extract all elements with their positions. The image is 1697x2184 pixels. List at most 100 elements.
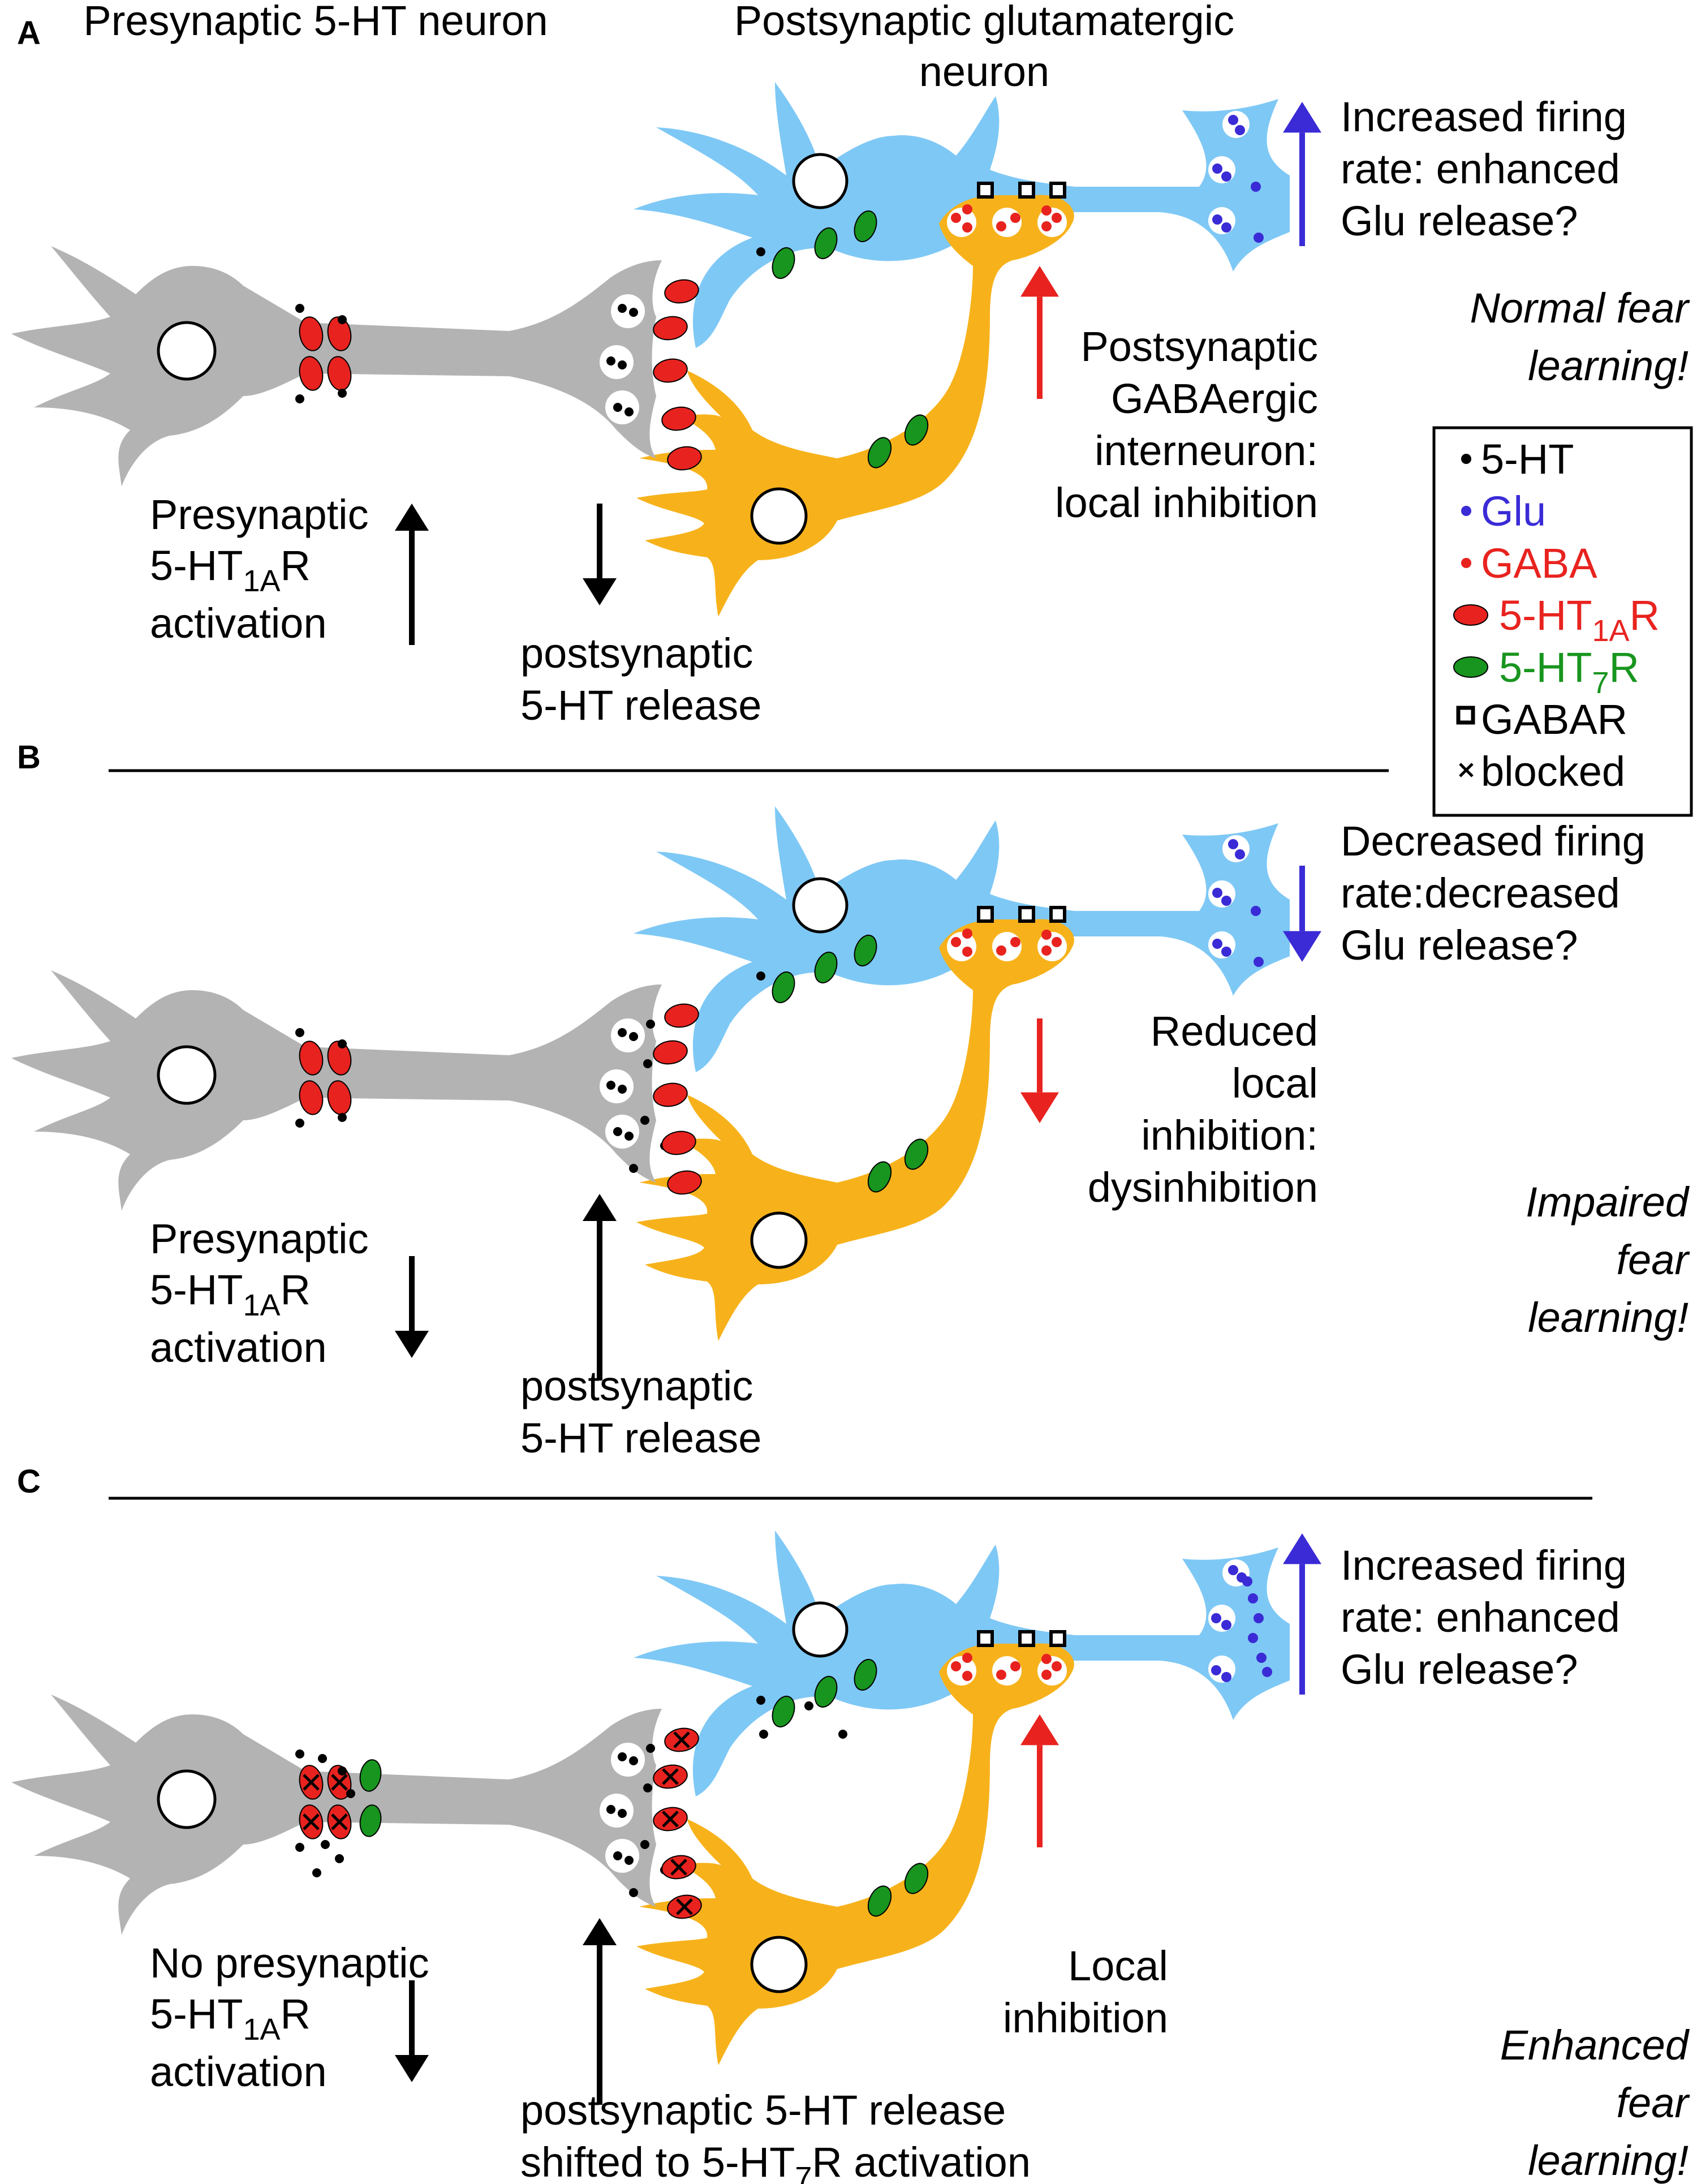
5ht-dot: [838, 1730, 847, 1739]
5ht7-receptor-icon: [814, 1675, 838, 1708]
legend-item: 5-HT7R: [1453, 644, 1639, 700]
blocked-x-icon: [676, 1898, 693, 1915]
5ht-dot: [606, 1805, 615, 1814]
release-label: 5-HT release: [520, 1415, 761, 1461]
gaba-dot: [1052, 1661, 1062, 1671]
legend-label-suffix: R: [1630, 592, 1660, 639]
5ht-dot: [629, 1888, 638, 1897]
5ht1a-receptor-icon: [653, 316, 688, 341]
glutamate-dot: [1256, 1653, 1267, 1663]
gaba-dot: [962, 1653, 972, 1663]
firing-rate-label: rate: enhanced: [1341, 1594, 1620, 1641]
blocked-x-icon: [670, 1859, 687, 1876]
5ht-dot: [756, 971, 765, 981]
5ht-dot: [338, 1039, 347, 1048]
legend-label: GABAR: [1481, 696, 1627, 743]
blocked-x-icon: [331, 1813, 348, 1830]
glutamate-dot: [1248, 1593, 1258, 1603]
5ht-dot: [756, 1696, 765, 1705]
gabar-receptor-icon: [977, 906, 994, 923]
5ht-dot: [618, 1028, 627, 1037]
glutamate-dot: [1221, 1620, 1231, 1630]
5ht7-receptor-icon: [772, 971, 795, 1004]
glutamate-dot: [1221, 222, 1231, 233]
gabaergic-interneuron: [636, 1630, 1074, 2065]
glutamate-dot: [1251, 182, 1261, 192]
5ht-dot: [629, 1032, 638, 1041]
5ht-dot: [338, 389, 347, 398]
legend-label: GABA: [1481, 540, 1597, 587]
glutamate-dot: [1221, 171, 1231, 182]
glutamate-dot: [1212, 214, 1222, 225]
legend-glu-dot-icon: [1461, 506, 1471, 516]
5ht-dot: [618, 1085, 627, 1094]
interneuron-label: local inhibition: [1055, 479, 1318, 526]
legend-blocked-x-icon: [1459, 763, 1474, 777]
5ht-dot: [295, 1843, 304, 1852]
release-label: postsynaptic: [520, 630, 753, 677]
gaba-dot: [1041, 205, 1052, 216]
glutamate-dot: [1254, 233, 1264, 243]
legend-label-subscript: 7: [1592, 666, 1609, 700]
firing-rate-label: rate: enhanced: [1341, 145, 1620, 192]
interneuron-label: Postsynaptic: [1080, 323, 1318, 370]
gaba-dot: [962, 947, 972, 957]
5ht1a-receptor-icon: [299, 356, 324, 391]
5ht-dot: [295, 1028, 304, 1037]
gaba-dot: [996, 945, 1006, 956]
firing-rate-label: Decreased firing: [1341, 818, 1646, 865]
5ht-dot: [346, 1789, 355, 1798]
postsynaptic-release-up-arrow: [583, 1918, 617, 2105]
gabar-receptor-icon: [1049, 182, 1066, 199]
legend-item: Glu: [1461, 488, 1546, 535]
presynaptic-label: activation: [150, 2048, 327, 2095]
5ht-dot: [335, 1854, 344, 1863]
gaba-vesicle: [947, 208, 976, 237]
5ht-dot: [312, 1868, 321, 1877]
5ht-dot: [643, 1783, 652, 1792]
5ht1a-receptor-icon: [661, 406, 696, 431]
glutamate-dot: [1242, 1576, 1252, 1587]
outcome-label: Normal fear: [1470, 285, 1690, 332]
local-inhibition-up-arrow: [1020, 1714, 1059, 1847]
presynaptic-receptor-label-main: 5-HT: [150, 542, 243, 589]
glutamate-dot: [1228, 839, 1238, 849]
5ht7-receptor-icon: [772, 1695, 795, 1728]
local-inhibition-up-arrow: [1020, 266, 1059, 399]
glutamate-dot: [1211, 1613, 1221, 1623]
5ht1a-receptor-icon: [327, 316, 352, 351]
glutamate-dot: [1228, 115, 1238, 125]
gabar-receptor-icon: [1018, 182, 1035, 199]
legend-label: 5-HT7R: [1499, 644, 1639, 700]
presynaptic-label: Presynaptic: [150, 491, 369, 538]
5ht-dot: [618, 1809, 627, 1818]
firing-rate-label: Glu release?: [1341, 922, 1578, 969]
gabar-receptor-icon: [977, 182, 994, 199]
glutamate-dot: [1221, 896, 1231, 906]
legend-item: GABAR: [1456, 696, 1627, 743]
firing-rate-up-arrow: [1283, 1533, 1321, 1695]
5ht7-receptor-icon: [854, 934, 877, 967]
5ht-dot: [295, 394, 304, 403]
5ht7-receptor-icon: [814, 227, 838, 260]
5ht7-receptor-icon: [772, 247, 795, 280]
5ht-dot: [756, 247, 765, 256]
gaba-dot: [1041, 930, 1052, 940]
5ht-dot: [618, 360, 627, 369]
gaba-dot: [962, 1671, 972, 1681]
gabar-receptor-icon: [1049, 1630, 1066, 1647]
legend-label: blocked: [1481, 748, 1625, 795]
glutamate-dot: [1254, 957, 1264, 967]
5ht-dot: [640, 1116, 649, 1125]
glutamatergic-neuron-nucleus: [792, 153, 848, 209]
glutamate-dot: [1254, 1613, 1264, 1623]
5ht-dot: [338, 1113, 347, 1122]
serotonergic-neuron-nucleus: [157, 1045, 217, 1105]
gaba-dot: [962, 204, 972, 214]
legend-5ht7-receptor-icon: [1453, 656, 1488, 678]
outcome-label: Impaired: [1526, 1179, 1690, 1226]
5ht1a-receptor-icon: [327, 1041, 352, 1076]
5ht1a-receptor-icon: [299, 1041, 324, 1076]
blocked-x-icon: [303, 1813, 320, 1830]
